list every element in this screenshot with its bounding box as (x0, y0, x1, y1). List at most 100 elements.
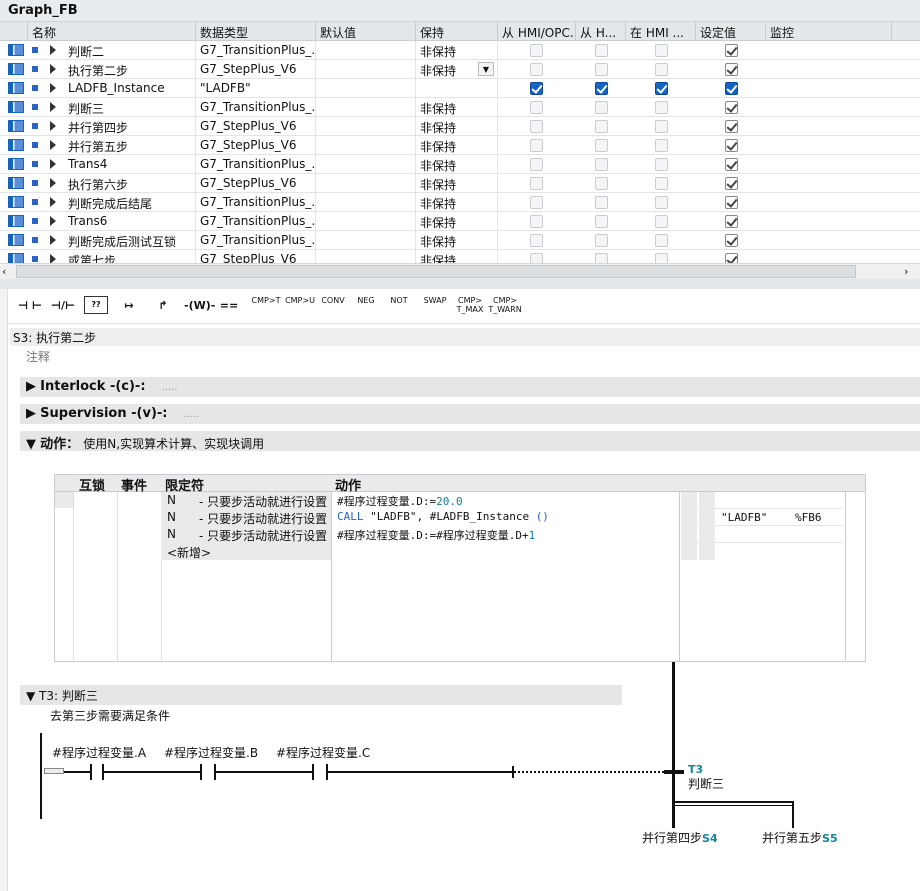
expand-icon[interactable] (50, 235, 56, 245)
transition-header[interactable]: ▼ T3: 判断三 (20, 685, 622, 705)
checkbox[interactable] (595, 139, 608, 152)
var-name[interactable]: 判断完成后结尾 (64, 193, 196, 212)
splitter[interactable] (0, 279, 920, 289)
checkbox[interactable] (530, 158, 543, 171)
col-name[interactable]: 名称 (28, 22, 196, 41)
var-default[interactable] (316, 41, 416, 60)
checkbox[interactable] (655, 44, 668, 57)
var-default[interactable] (316, 136, 416, 155)
var-retain[interactable]: 非保持 (416, 60, 498, 79)
contact-b[interactable] (200, 764, 202, 780)
collapse-icon[interactable]: ▼ (26, 437, 36, 452)
box-button[interactable]: ?? (84, 296, 108, 314)
var-retain[interactable] (416, 79, 498, 98)
contact-c[interactable] (312, 764, 314, 780)
expand-icon[interactable] (50, 254, 56, 263)
var-default[interactable] (316, 212, 416, 231)
checkbox[interactable] (595, 120, 608, 133)
checkbox[interactable] (595, 215, 608, 228)
supervision-section[interactable]: ▶ Supervision -(v)-: ..... (20, 404, 920, 424)
checkbox[interactable] (530, 101, 543, 114)
checkbox[interactable] (655, 139, 668, 152)
compare-eq-button[interactable]: == (219, 299, 239, 312)
checkbox[interactable] (725, 120, 738, 133)
var-name[interactable]: LADFB_Instance (64, 79, 196, 98)
checkbox[interactable] (725, 101, 738, 114)
transition-comment[interactable]: 去第三步需要满足条件 (50, 709, 171, 723)
checkbox[interactable] (725, 253, 738, 263)
var-datatype[interactable]: "LADFB" (196, 79, 316, 98)
table-row[interactable]: LADFB_Instance"LADFB" (0, 79, 920, 98)
checkbox[interactable] (595, 177, 608, 190)
checkbox[interactable] (655, 253, 668, 263)
checkbox[interactable] (530, 82, 543, 95)
contact-no-button[interactable]: ⊣ ⊢ (18, 299, 42, 312)
action-code[interactable]: #程序过程变量.D:=20.0 (337, 495, 463, 508)
var-name[interactable]: 判断二 (64, 41, 196, 60)
var-retain[interactable]: 非保持 (416, 155, 498, 174)
var-datatype[interactable]: G7_TransitionPlus_... (196, 193, 316, 212)
var-datatype[interactable]: G7_StepPlus_V6 (196, 250, 316, 263)
action-qualifier[interactable]: N (167, 493, 176, 507)
branch-open-button[interactable]: ↦ (124, 299, 134, 312)
checkbox[interactable] (595, 253, 608, 263)
col-from-h[interactable]: 从 H... (576, 22, 626, 41)
var-retain[interactable]: 非保持 (416, 136, 498, 155)
var-retain[interactable]: 非保持 (416, 117, 498, 136)
contact-b-label[interactable]: #程序过程变量.B (164, 746, 259, 760)
expand-icon[interactable]: ▶ (26, 379, 36, 394)
checkbox[interactable] (655, 196, 668, 209)
scroll-right-icon[interactable]: › (904, 265, 909, 278)
contact-nc-button[interactable]: ⊣/⊢ (50, 299, 76, 312)
checkbox[interactable] (595, 101, 608, 114)
var-retain[interactable]: 非保持 (416, 193, 498, 212)
action-qualifier[interactable]: N (167, 527, 176, 541)
col-setpoint[interactable]: 设定值 (696, 22, 766, 41)
horizontal-scrollbar[interactable]: ‹ › (0, 263, 920, 279)
checkbox[interactable] (530, 253, 543, 263)
var-default[interactable] (316, 79, 416, 98)
checkbox[interactable] (530, 139, 543, 152)
step-comment[interactable]: 注释 (26, 350, 51, 364)
var-default[interactable] (316, 155, 416, 174)
action-code[interactable]: CALL "LADFB", #LADFB_Instance () (337, 510, 549, 523)
checkbox[interactable] (595, 44, 608, 57)
var-name[interactable]: 并行第五步 (64, 136, 196, 155)
var-datatype[interactable]: G7_StepPlus_V6 (196, 117, 316, 136)
var-name[interactable]: 或第七步 (64, 250, 196, 263)
new-action-row[interactable]: <新增> (167, 546, 212, 560)
var-datatype[interactable]: G7_TransitionPlus_... (196, 231, 316, 250)
var-name[interactable]: Trans6 (64, 212, 196, 231)
col-monitor[interactable]: 监控 (766, 22, 892, 41)
var-datatype[interactable]: G7_TransitionPlus_... (196, 155, 316, 174)
checkbox[interactable] (530, 177, 543, 190)
checkbox[interactable] (725, 63, 738, 76)
var-default[interactable] (316, 174, 416, 193)
next-step-s4[interactable]: 并行第四步S4 (642, 831, 718, 845)
action-code[interactable]: #程序过程变量.D:=#程序过程变量.D+1 (337, 529, 536, 542)
neg-button[interactable]: NEG (357, 296, 375, 305)
checkbox[interactable] (725, 139, 738, 152)
var-name[interactable]: 并行第四步 (64, 117, 196, 136)
checkbox[interactable] (655, 82, 668, 95)
cmp-tmax-button[interactable]: CMP> T_MAX (456, 296, 484, 314)
checkbox[interactable] (595, 196, 608, 209)
checkbox[interactable] (530, 120, 543, 133)
var-default[interactable] (316, 117, 416, 136)
checkbox[interactable] (725, 234, 738, 247)
checkbox[interactable] (725, 177, 738, 190)
var-datatype[interactable]: G7_TransitionPlus_... (196, 41, 316, 60)
checkbox[interactable] (725, 196, 738, 209)
checkbox[interactable] (595, 63, 608, 76)
var-name[interactable]: 判断完成后测试互锁 (64, 231, 196, 250)
checkbox[interactable] (530, 234, 543, 247)
